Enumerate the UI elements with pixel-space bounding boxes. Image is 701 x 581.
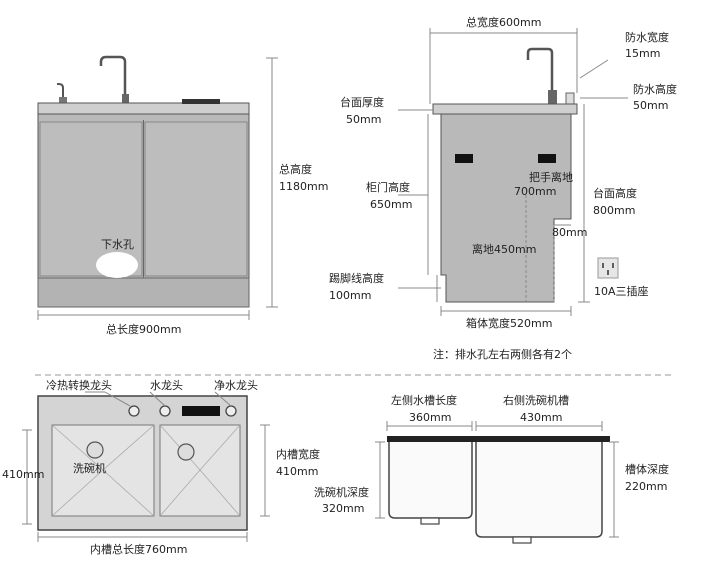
tank-depth-value: 220mm bbox=[625, 480, 668, 493]
dishwasher-depth-value: 320mm bbox=[322, 502, 365, 515]
waterproof-width-label: 防水宽度 bbox=[625, 31, 669, 44]
right-dishwasher-sink-value: 430mm bbox=[520, 411, 563, 424]
ground-clearance-label: 离地450mm bbox=[472, 243, 537, 256]
side-dimensions bbox=[398, 28, 628, 316]
dishwasher-depth-label: 洗碗机深度 bbox=[314, 486, 369, 499]
inner-length-label: 内槽总长度760mm bbox=[90, 543, 188, 556]
front-total-height-value: 1180mm bbox=[279, 180, 329, 193]
section-view-sink bbox=[387, 436, 610, 544]
kickboard-height-label: 踢脚线高度 bbox=[329, 272, 384, 285]
front-height-dimension bbox=[266, 57, 278, 308]
drain-hole-mark bbox=[96, 252, 138, 278]
waterproof-width-value: 15mm bbox=[625, 47, 661, 60]
countertop-height-label: 台面高度 bbox=[593, 187, 637, 200]
offset-80-value: 80mm bbox=[552, 226, 588, 239]
drain-hole-label: 下水孔 bbox=[101, 238, 134, 251]
side-total-width-label: 总宽度600mm bbox=[466, 16, 542, 29]
outer-height-value: 410mm bbox=[2, 468, 45, 481]
left-sink-length-value: 360mm bbox=[409, 411, 452, 424]
inner-width-label: 内槽宽度 bbox=[276, 448, 320, 461]
front-view-cabinet bbox=[37, 55, 250, 308]
side-view-cabinet bbox=[432, 47, 578, 303]
top-view-sink bbox=[37, 395, 248, 531]
cabinet-door-height-value: 650mm bbox=[370, 198, 413, 211]
countertop-thickness-value: 50mm bbox=[346, 113, 382, 126]
drain-note: 注：排水孔左右两侧各有2个 bbox=[433, 348, 572, 361]
dishwasher-label: 洗碗机 bbox=[73, 462, 106, 475]
box-width-label: 箱体宽度520mm bbox=[466, 317, 553, 330]
handle-height-value: 700mm bbox=[514, 185, 557, 198]
waterproof-height-label: 防水高度 bbox=[633, 83, 677, 96]
left-sink-length-label: 左侧水槽长度 bbox=[391, 394, 457, 407]
tank-depth-label: 槽体深度 bbox=[625, 463, 669, 476]
socket-label: 10A三插座 bbox=[594, 285, 649, 298]
front-length-dimension bbox=[37, 310, 250, 320]
handle-height-label: 把手离地 bbox=[529, 171, 573, 184]
kickboard-height-value: 100mm bbox=[329, 289, 372, 302]
section-dimensions bbox=[375, 421, 619, 538]
countertop-height-value: 800mm bbox=[593, 204, 636, 217]
waterproof-height-value: 50mm bbox=[633, 99, 669, 112]
purifier-faucet-label: 净水龙头 bbox=[214, 379, 258, 392]
socket-icon bbox=[597, 257, 619, 279]
countertop-thickness-label: 台面厚度 bbox=[340, 96, 384, 109]
faucet-label: 水龙头 bbox=[150, 379, 183, 392]
inner-width-value: 410mm bbox=[276, 465, 319, 478]
front-total-height-label: 总高度 bbox=[279, 163, 312, 176]
top-view-dimensions bbox=[22, 391, 270, 542]
front-total-length-label: 总长度900mm bbox=[106, 323, 182, 336]
cabinet-door-height-label: 柜门高度 bbox=[366, 181, 410, 194]
faucet-switch-label: 冷热转换龙头 bbox=[46, 379, 112, 392]
right-dishwasher-sink-label: 右侧洗碗机槽 bbox=[503, 394, 569, 407]
